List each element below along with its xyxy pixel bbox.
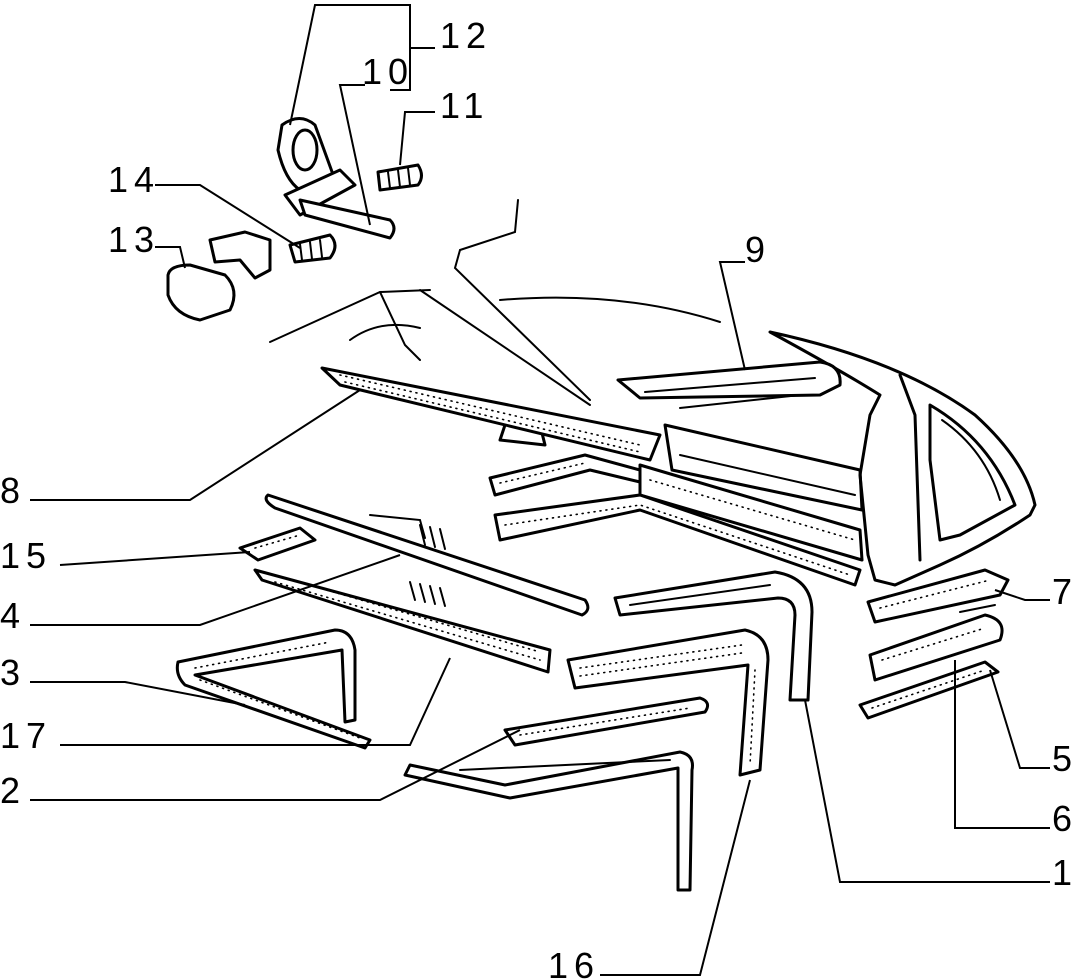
- callout-3: 3: [0, 652, 26, 693]
- callout-10: 10: [362, 51, 414, 92]
- callout-4: 4: [0, 595, 26, 636]
- callout-17: 17: [0, 715, 52, 756]
- callout-16: 16: [548, 945, 600, 979]
- callout-1: 1: [1052, 852, 1078, 893]
- part-1-tube: [613, 570, 814, 702]
- callout-15: 15: [0, 535, 52, 576]
- callout-9: 9: [745, 229, 771, 270]
- center-body-seals: [488, 453, 862, 587]
- callout-labels: 12 10 11 14 13 9 8 15 4 3 17 2 16 7 5 6 …: [0, 15, 1078, 979]
- hinge-hardware: [166, 117, 423, 322]
- callout-12: 12: [440, 15, 492, 56]
- callout-8: 8: [0, 470, 26, 511]
- part-4-strip: [264, 493, 590, 617]
- part-3-frame: [175, 628, 372, 750]
- callout-5: 5: [1052, 738, 1078, 779]
- roof-body-outline: [498, 296, 1037, 587]
- part-16-seal: [566, 628, 770, 777]
- callout-11: 11: [440, 85, 489, 126]
- part-15-17-seals: [238, 526, 552, 674]
- callout-13: 13: [108, 219, 160, 260]
- rear-shelf-lines: [269, 199, 591, 406]
- part-8-seal: [320, 366, 662, 462]
- part-5-6-7-seals: [858, 568, 1010, 720]
- leader-lines: [30, 4, 1050, 976]
- callout-2: 2: [0, 770, 26, 811]
- callout-14: 14: [108, 159, 160, 200]
- callout-6: 6: [1052, 798, 1078, 839]
- part-2-frame: [403, 696, 710, 892]
- part-9-seal: [616, 360, 842, 409]
- callout-7: 7: [1052, 571, 1078, 612]
